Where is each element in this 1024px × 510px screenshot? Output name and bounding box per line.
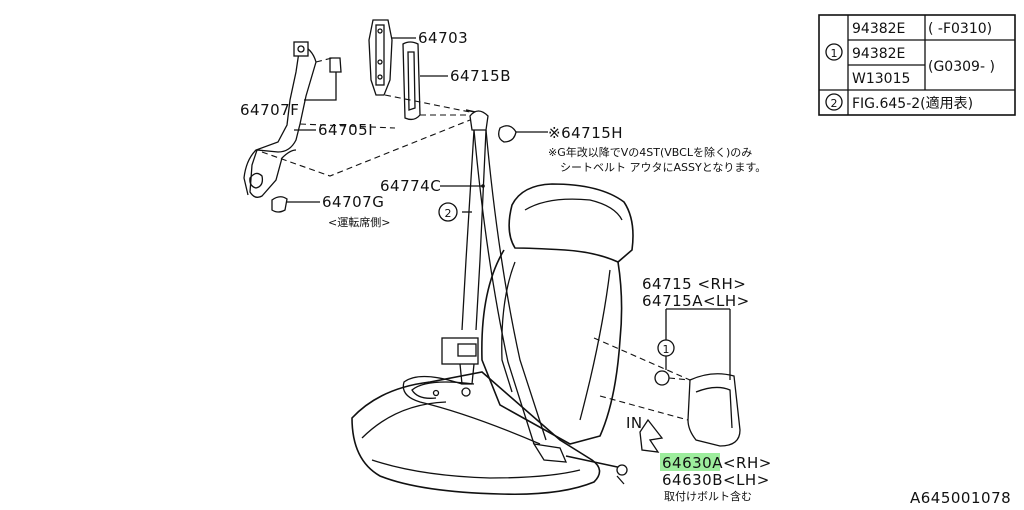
table-code-1: 94382E — [852, 21, 905, 37]
side-cover-shape — [687, 373, 741, 447]
reference-table: 1 2 94382E ( -F0310) 94382E (G0309- ) W1… — [818, 14, 1016, 116]
table-range-2: (G0309- ) — [928, 59, 995, 75]
figure-id: A645001078 — [910, 489, 1011, 507]
label-driver-side: <運転席側> — [328, 215, 390, 229]
cushion-shape — [351, 371, 601, 496]
adjuster-bracket-shape — [368, 19, 393, 96]
note-line-1: ※G年改以降でVの4ST(VBCLを除く)のみ — [548, 145, 752, 159]
callout-1-seat-text: 1 — [663, 343, 670, 356]
note-line-2: シートベルト アウタにASSYとなります。 — [560, 161, 766, 174]
anchor-cap-64715h-shape — [498, 125, 517, 143]
label-64774c: 64774C — [380, 177, 441, 195]
buckle-shape — [532, 443, 568, 463]
pillar-trim-group — [243, 19, 476, 213]
label-64630b-lh: 64630B<LH> — [662, 471, 770, 489]
seat-illustration — [351, 183, 634, 496]
label-64705i: 64705I — [318, 121, 373, 139]
table-code-4: FIG.645-2(適用表) — [852, 95, 973, 112]
label-bolt-note: 取付けボルト含む — [664, 489, 752, 503]
in-label: IN — [626, 414, 643, 432]
label-64703: 64703 — [418, 29, 468, 47]
label-64715b: 64715B — [450, 67, 511, 85]
side-cover-group: 1 — [593, 308, 741, 447]
table-key-1: 1 — [831, 47, 838, 60]
highlight-64630a — [660, 453, 720, 471]
cover-64715b-shape — [402, 41, 421, 121]
label-64715a-lh: 64715A<LH> — [642, 292, 750, 310]
seat-belt-assembly — [402, 110, 628, 485]
label-64715h: ※64715H — [548, 124, 623, 142]
callout-2-text: 2 — [445, 207, 452, 220]
retractor-shape — [441, 337, 479, 365]
headrest-shape — [508, 183, 634, 263]
label-64630a-rh: 64630A<RH> — [662, 454, 772, 472]
table-code-2: 94382E — [852, 46, 905, 62]
callout-circle-2 — [438, 202, 458, 222]
backrest-shape — [481, 249, 623, 445]
label-64707g: 64707G — [322, 193, 384, 211]
table-code-3: W13015 — [852, 71, 910, 87]
in-direction-arrow: IN — [626, 414, 664, 453]
table-key-2: 2 — [831, 97, 838, 110]
label-64715-rh: 64715 <RH> — [642, 275, 746, 293]
label-64707f: 64707F — [240, 101, 299, 119]
table-range-1: ( -F0310) — [928, 21, 992, 37]
